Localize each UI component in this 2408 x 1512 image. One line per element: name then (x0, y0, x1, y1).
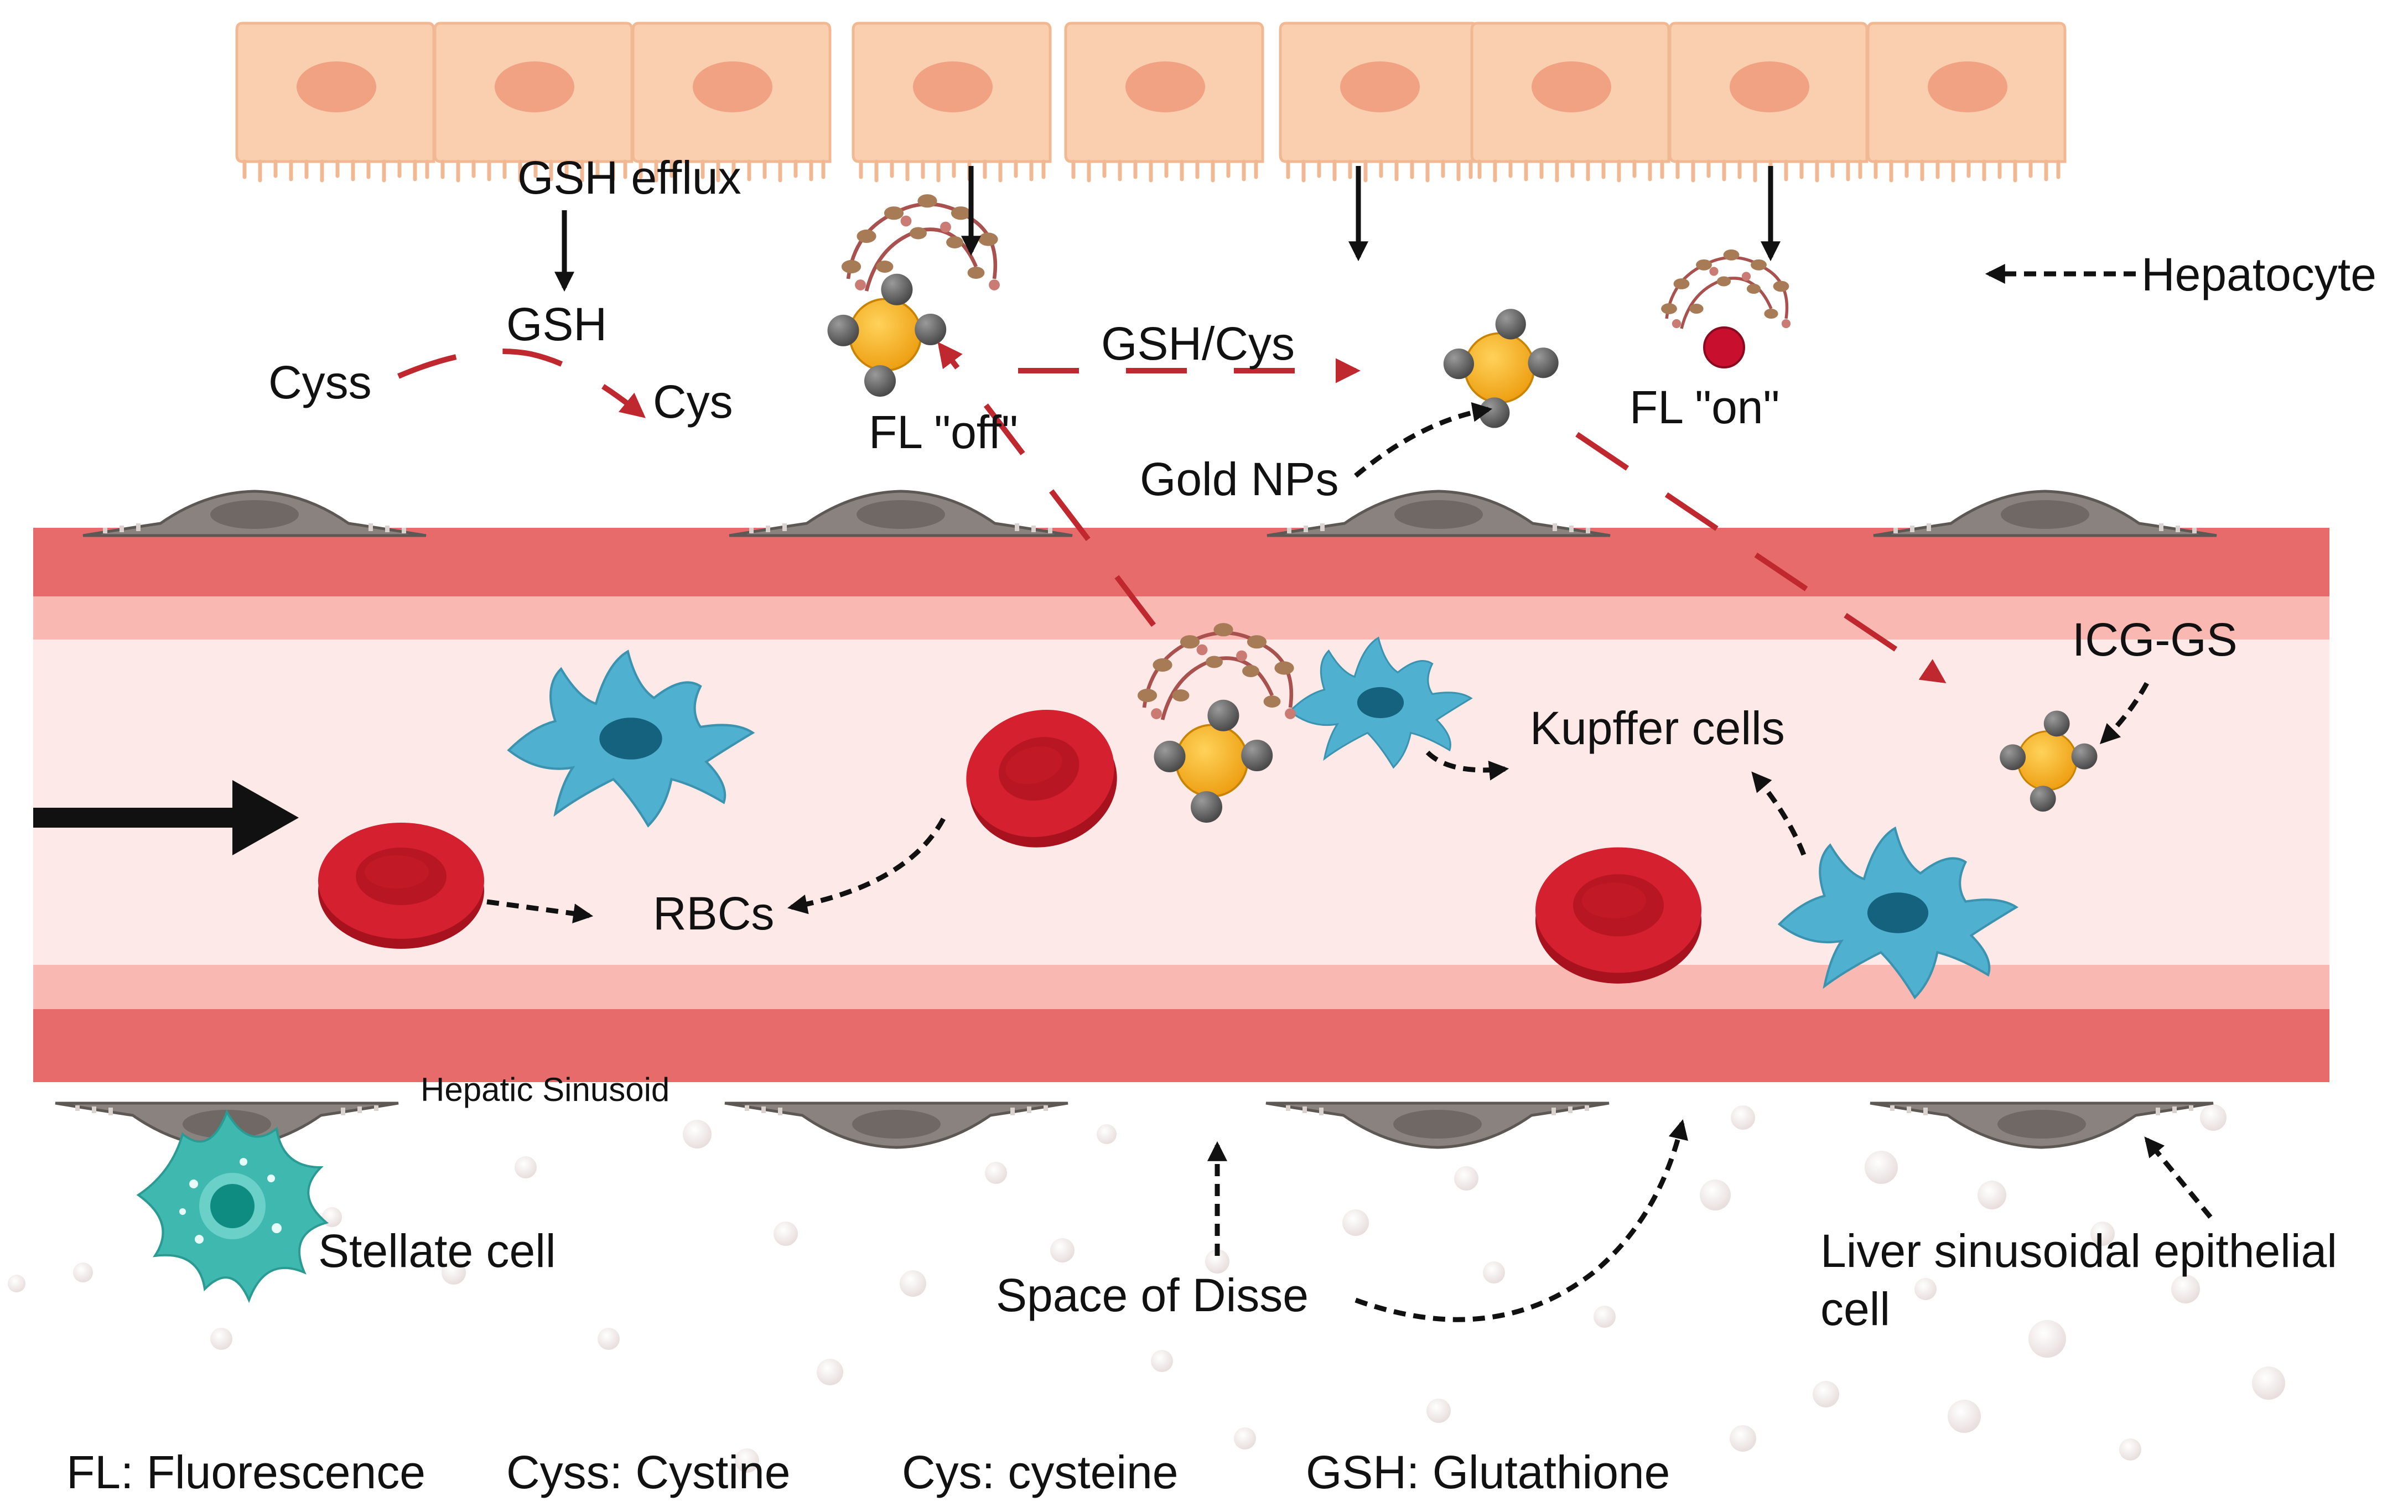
legend-cyss: Cyss: Cystine (506, 1446, 790, 1498)
space-of-disse-particles (8, 1045, 2285, 1473)
kupffer-cells-label: Kupffer cells (1530, 702, 1785, 754)
space-of-disse-label: Space of Disse (996, 1269, 1309, 1321)
endothelial-cell-icon (1870, 1103, 2213, 1147)
gold-nanoparticle-icon (1442, 308, 1560, 429)
hepatocyte-cell-icon (1280, 23, 1477, 180)
lsec-label-line2: cell (1820, 1283, 1890, 1335)
gold-nanoparticle-icon (826, 272, 948, 398)
gsh-efflux-label: GSH efflux (517, 152, 741, 204)
endothelial-cell-icon (1266, 1103, 1609, 1147)
icg-dye-icon (1661, 250, 1791, 329)
icg-dye-icon (842, 194, 1000, 291)
hepatocyte-cell-icon (853, 23, 1050, 180)
legend: FL: Fluorescence Cyss: Cystine Cys: cyst… (66, 1446, 1670, 1498)
np-fl-on (1661, 250, 1791, 368)
rbcs-label: RBCs (653, 887, 774, 939)
endothelial-cell-icon (729, 491, 1072, 536)
hepatic-sinusoid-label: Hepatic Sinusoid (421, 1071, 670, 1108)
cyss-label: Cyss (268, 356, 372, 408)
hepatocyte-cell-icon (1868, 23, 2065, 180)
gold-nps-label: Gold NPs (1140, 453, 1338, 505)
gsh-cys-label: GSH/Cys (1101, 318, 1295, 370)
blood-flow-arrow (33, 780, 299, 855)
hepatocyte-cell-icon (237, 23, 434, 180)
hepatocyte-cell-icon (1670, 23, 1867, 180)
legend-fl: FL: Fluorescence (66, 1446, 425, 1498)
lsec-label-line1: Liver sinusoidal epithelial (1820, 1225, 2337, 1277)
icg-gs-label: ICG-GS (2072, 614, 2238, 666)
endothelial-cell-icon (83, 491, 426, 536)
gsh-efflux-arrows (554, 166, 1781, 292)
red-reaction-arrows (397, 341, 1947, 684)
legend-gsh: GSH: Glutathione (1306, 1446, 1670, 1498)
np-fl-off (826, 194, 1000, 398)
gsh-label: GSH (506, 298, 607, 350)
hepatocyte-cell-icon (1066, 23, 1263, 180)
stellate-cell-label: Stellate cell (318, 1225, 556, 1277)
endothelial-cell-icon (1874, 491, 2217, 536)
red-blood-cell-icon (1535, 847, 1701, 984)
hepatic-sinusoid-vessel (33, 528, 2329, 1082)
endothelial-row-bottom (55, 1103, 2213, 1147)
red-blood-cell-icon (318, 823, 484, 949)
cys-label: Cys (653, 376, 733, 428)
hepatocyte-label: Hepatocyte (2141, 248, 2376, 300)
legend-cys: Cys: cysteine (902, 1446, 1179, 1498)
fl-off-label: FL "off" (869, 406, 1018, 458)
hepatocyte-cell-icon (1472, 23, 1669, 180)
stellate-cell-icon (136, 1109, 329, 1303)
fl-on-label: FL "on" (1629, 381, 1779, 433)
endothelial-cell-icon (725, 1103, 1068, 1147)
hepatocyte-row (237, 23, 2065, 180)
label-pointer-arrows (486, 264, 2213, 1322)
fluorophore-icon (1703, 326, 1745, 368)
